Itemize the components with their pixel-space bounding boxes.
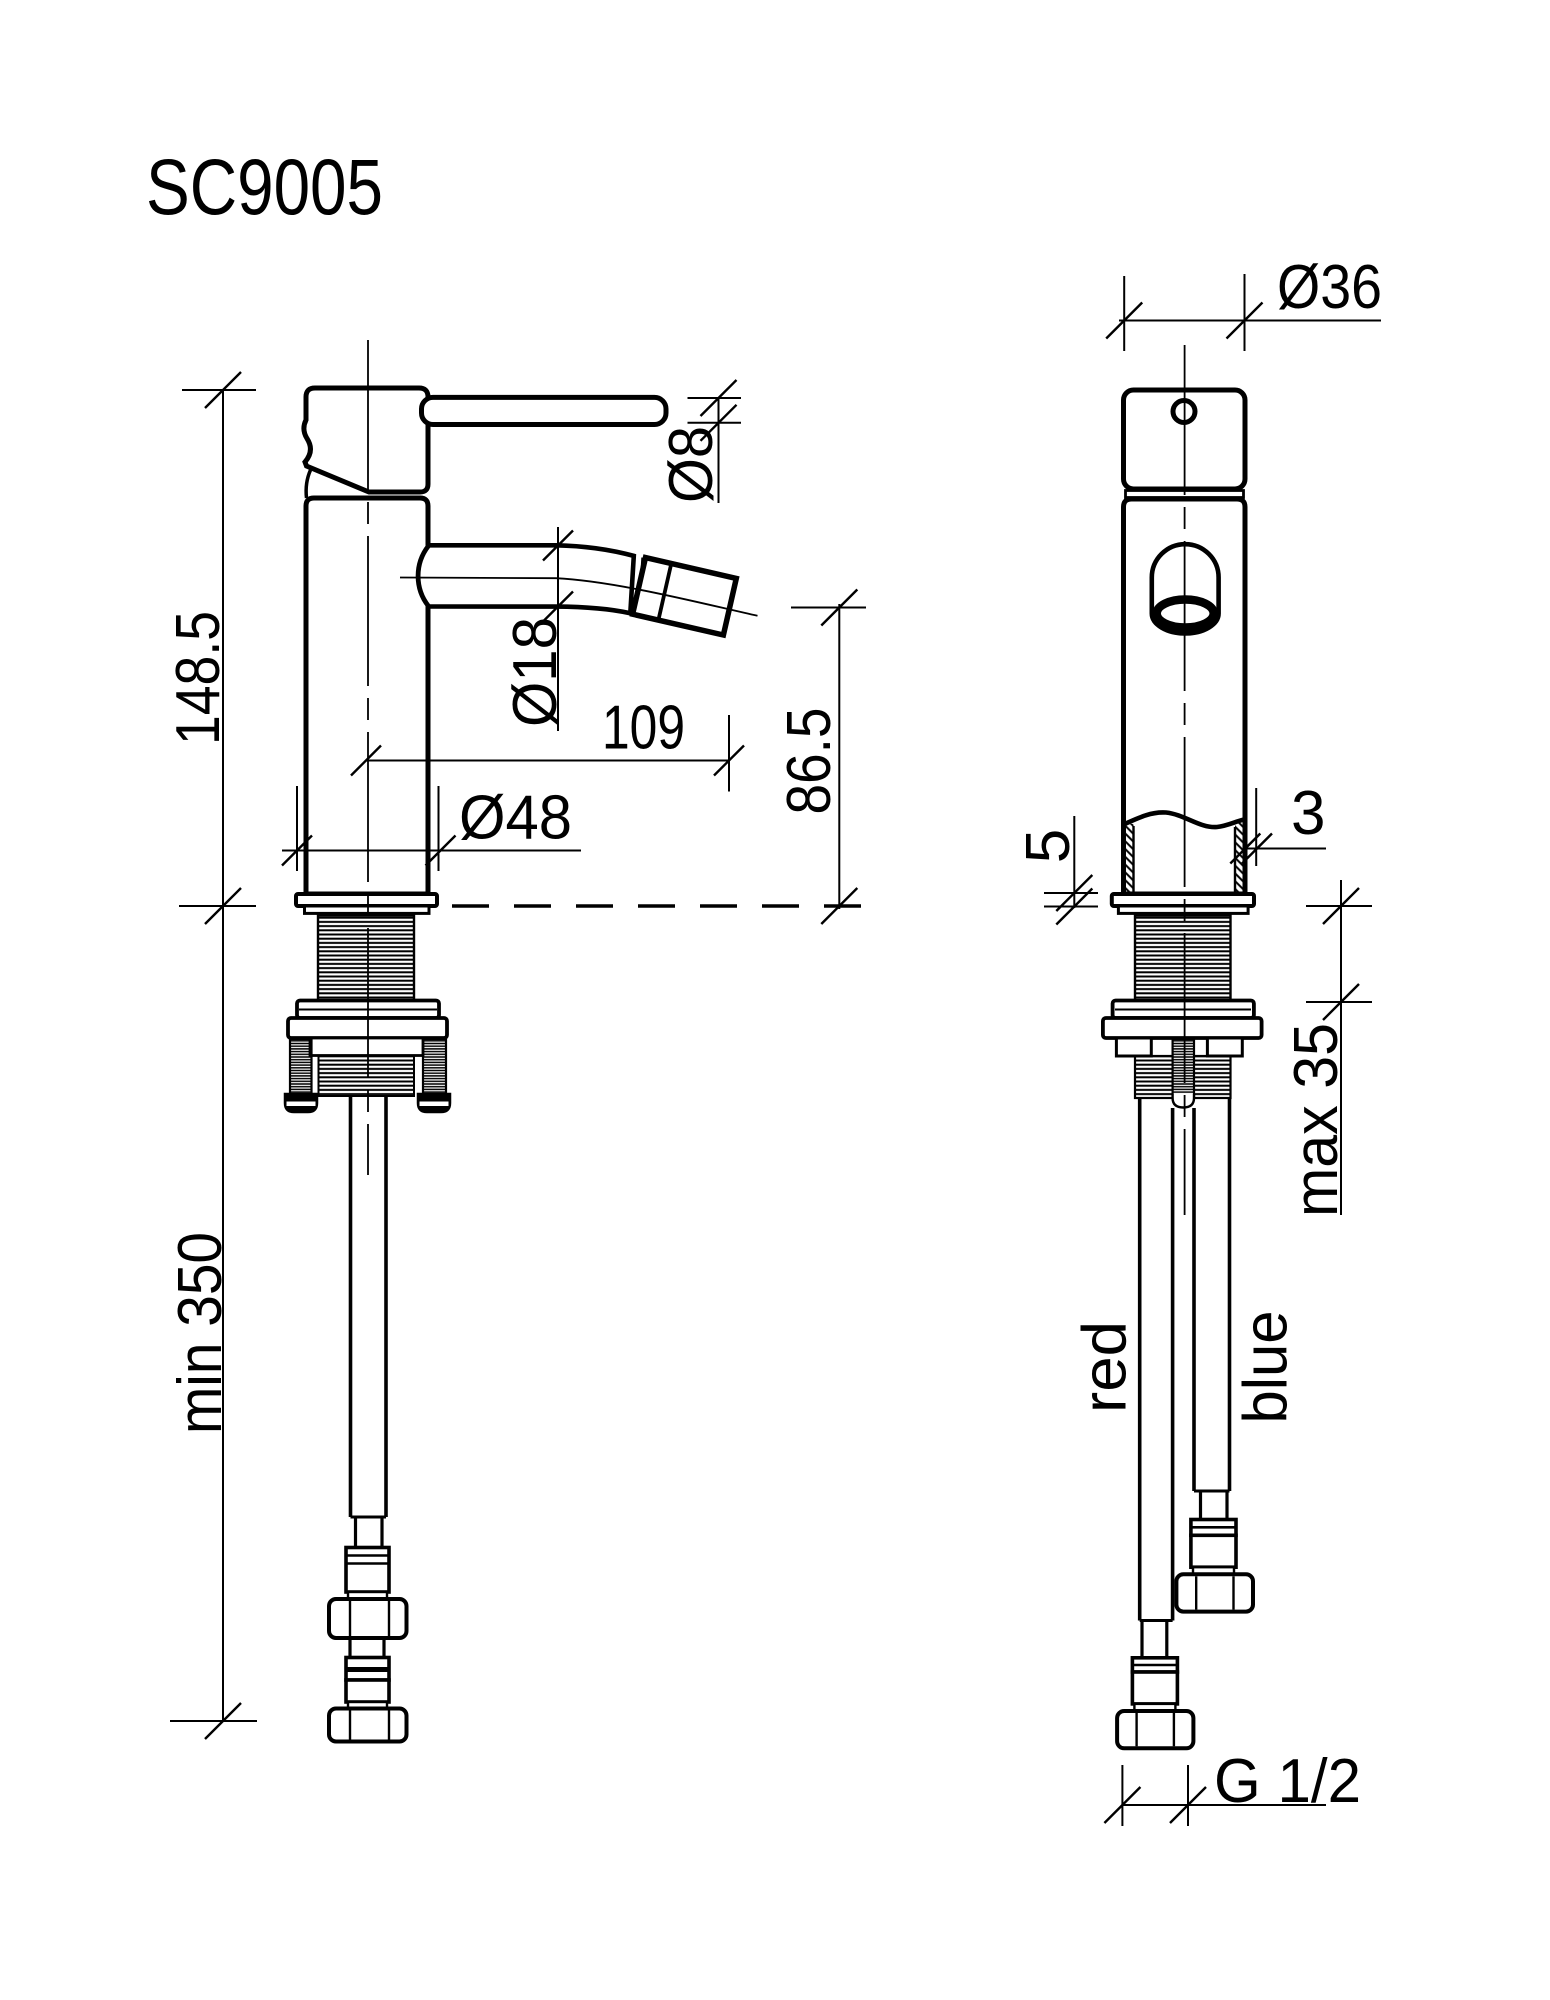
svg-text:86.5: 86.5 [775, 708, 844, 815]
svg-text:5: 5 [1014, 829, 1083, 863]
svg-text:blue: blue [1232, 1311, 1301, 1424]
svg-text:SC9005: SC9005 [146, 142, 383, 231]
svg-text:min 350: min 350 [166, 1232, 235, 1434]
svg-text:Ø48: Ø48 [459, 784, 572, 853]
svg-text:G 1/2: G 1/2 [1214, 1747, 1361, 1816]
svg-text:3: 3 [1291, 779, 1325, 848]
svg-text:Ø36: Ø36 [1277, 253, 1382, 322]
svg-text:red: red [1071, 1321, 1140, 1413]
svg-text:Ø18: Ø18 [501, 617, 570, 727]
svg-text:Ø8: Ø8 [657, 426, 726, 503]
svg-text:148.5: 148.5 [164, 611, 233, 745]
svg-text:109: 109 [602, 694, 685, 763]
svg-text:max 35: max 35 [1282, 1023, 1351, 1217]
